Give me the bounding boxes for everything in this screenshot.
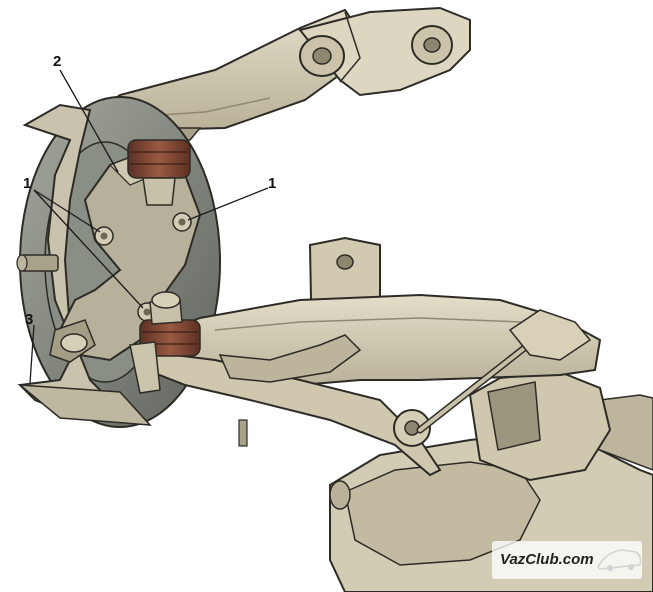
watermark-text: VazClub.com [500,551,594,568]
callout-label-2: 2 [53,53,62,70]
lower-arm-stud [238,419,248,447]
leader-line-1-left-a [33,189,101,233]
knuckle-fastener-nut-upper [172,212,192,232]
callout-label-1-left: 1 [23,175,32,192]
callout-label-1-right: 1 [268,175,277,192]
leader-line-3 [29,324,35,384]
tie-rod-eye [60,333,88,353]
subframe-bolt-head [329,480,351,510]
watermark: VazClub.com [492,541,642,579]
callout-label-3: 3 [25,311,34,328]
lower-ball-joint [129,291,201,394]
callout-leader-lines [29,69,269,384]
knuckle-fastener-nut-left [94,226,114,246]
leader-line-1-left-b [33,189,144,309]
lower-control-arm [143,293,602,477]
leader-line-1-right [187,187,269,221]
upper-ball-joint [127,139,191,206]
leader-line-2 [59,69,119,173]
wheel-hub-stud [16,254,59,272]
lower-arm-mount-block [468,370,612,482]
